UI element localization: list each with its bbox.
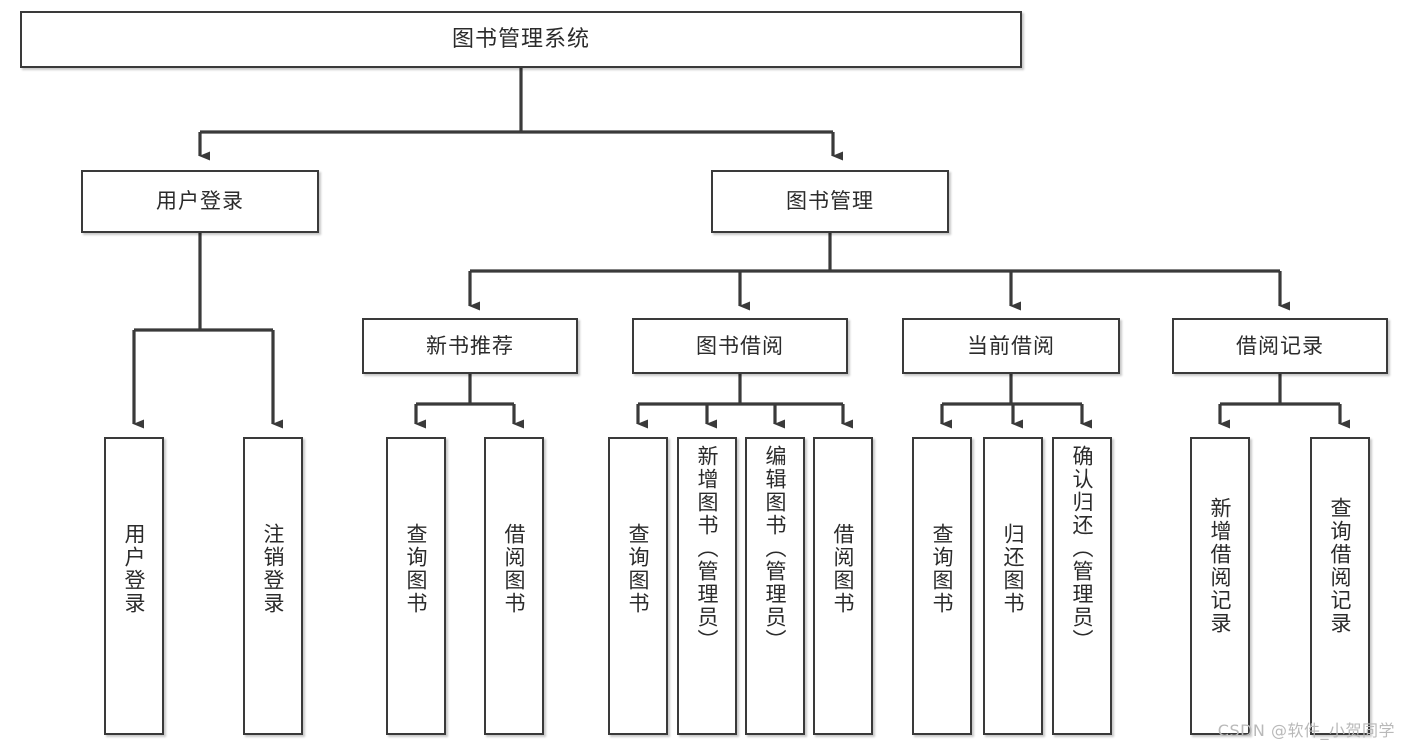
leaf-logout[interactable]: 注销登录 <box>243 437 303 735</box>
leaf-confirm-return-admin[interactable]: 确认归还（管理员） <box>1052 437 1112 735</box>
node-label: 图书管理系统 <box>451 26 590 52</box>
leaf-add-book-admin[interactable]: 新增图书（管理员） <box>677 437 737 735</box>
node-label: 借阅图书 <box>502 523 527 615</box>
leaf-user-login[interactable]: 用户登录 <box>104 437 164 735</box>
node-label: 借阅图书 <box>831 523 856 615</box>
node-label: 确认归还（管理员） <box>1070 445 1095 652</box>
node-book-borrow[interactable]: 图书借阅 <box>632 318 848 374</box>
leaf-query-book-2[interactable]: 查询图书 <box>608 437 668 735</box>
leaf-edit-book-admin[interactable]: 编辑图书（管理员） <box>745 437 805 735</box>
edge-group-current <box>940 374 1092 429</box>
node-borrow-records[interactable]: 借阅记录 <box>1172 318 1388 374</box>
edge-group-user-login <box>132 233 283 429</box>
node-label: 新增图书（管理员） <box>695 445 720 652</box>
node-label: 借阅记录 <box>1236 333 1324 358</box>
node-current-borrow[interactable]: 当前借阅 <box>902 318 1120 374</box>
node-user-login[interactable]: 用户登录 <box>81 170 319 233</box>
node-new-book-recommend[interactable]: 新书推荐 <box>362 318 578 374</box>
node-label: 用户登录 <box>156 189 244 214</box>
leaf-borrow-book-1[interactable]: 借阅图书 <box>484 437 544 735</box>
leaf-add-borrow-record[interactable]: 新增借阅记录 <box>1190 437 1250 735</box>
node-label: 归还图书 <box>1001 523 1026 615</box>
node-label: 新增借阅记录 <box>1208 497 1233 635</box>
edge-group-new-rec <box>414 374 524 429</box>
edge-group-root <box>198 68 843 161</box>
leaf-query-book-3[interactable]: 查询图书 <box>912 437 972 735</box>
edge-group-borrow <box>636 374 853 429</box>
node-root-system[interactable]: 图书管理系统 <box>20 11 1022 68</box>
node-label: 图书管理 <box>786 189 874 214</box>
leaf-query-book-1[interactable]: 查询图书 <box>386 437 446 735</box>
node-label: 查询图书 <box>626 523 651 615</box>
node-label: 查询图书 <box>404 523 429 615</box>
node-label: 当前借阅 <box>967 333 1055 358</box>
node-label: 用户登录 <box>122 523 147 615</box>
node-book-management[interactable]: 图书管理 <box>711 170 949 233</box>
node-label: 注销登录 <box>261 523 286 615</box>
leaf-borrow-book-2[interactable]: 借阅图书 <box>813 437 873 735</box>
edge-group-records <box>1218 374 1350 429</box>
leaf-query-borrow-record[interactable]: 查询借阅记录 <box>1310 437 1370 735</box>
node-label: 新书推荐 <box>426 333 514 358</box>
node-label: 图书借阅 <box>696 333 784 358</box>
node-label: 查询图书 <box>930 523 955 615</box>
node-label: 查询借阅记录 <box>1328 497 1353 635</box>
csdn-watermark: CSDN @软件_小贺同学 <box>1217 721 1395 740</box>
node-label: 编辑图书（管理员） <box>763 445 788 652</box>
edge-group-book-mgmt <box>468 233 1290 311</box>
leaf-return-book[interactable]: 归还图书 <box>983 437 1043 735</box>
